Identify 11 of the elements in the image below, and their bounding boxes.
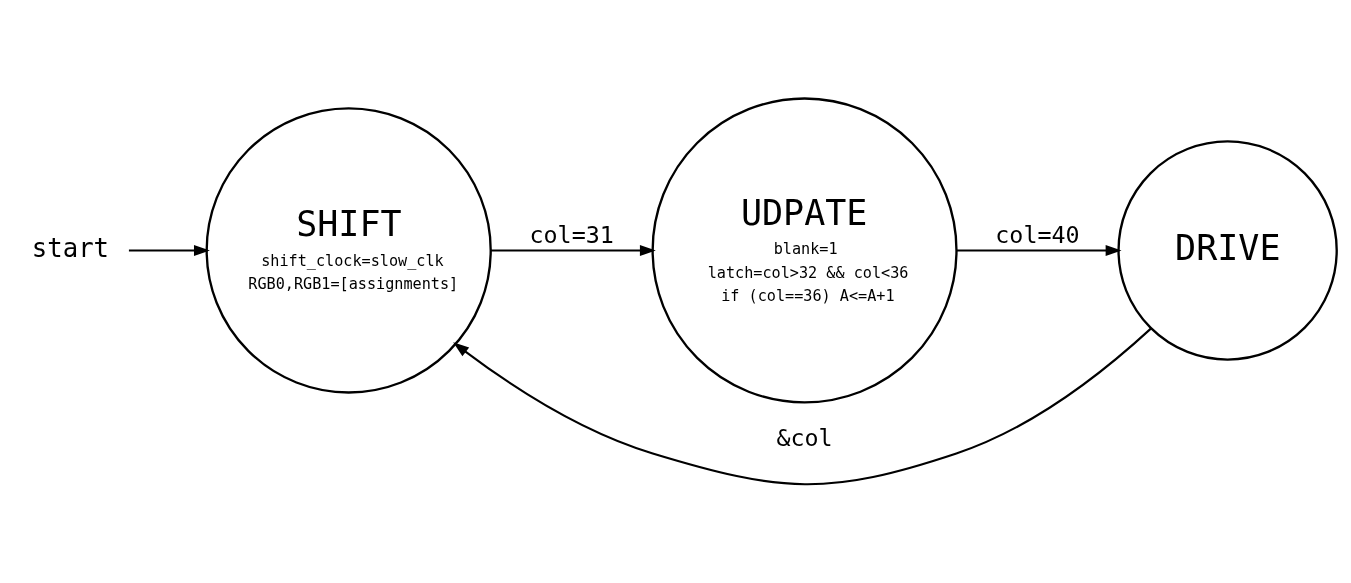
edge-label: &col bbox=[776, 424, 833, 453]
node-text: start bbox=[31, 232, 110, 263]
node-circle: SHIFT shift_clock=slow_clk RGB0,RGB1=[assignments] bbox=[205, 107, 492, 394]
arrow bbox=[453, 327, 1152, 486]
arrow bbox=[490, 244, 656, 256]
arrow bbox=[956, 244, 1122, 256]
node-circle: DRIVE bbox=[1117, 140, 1338, 361]
edge-label: col=31 bbox=[529, 221, 614, 250]
node-circle: UDPATE blank=1 latch=col>32 && col<36 if (col==36) A<=A+1 bbox=[651, 97, 958, 404]
edge-label: col=40 bbox=[995, 221, 1080, 250]
arrow bbox=[128, 244, 210, 256]
